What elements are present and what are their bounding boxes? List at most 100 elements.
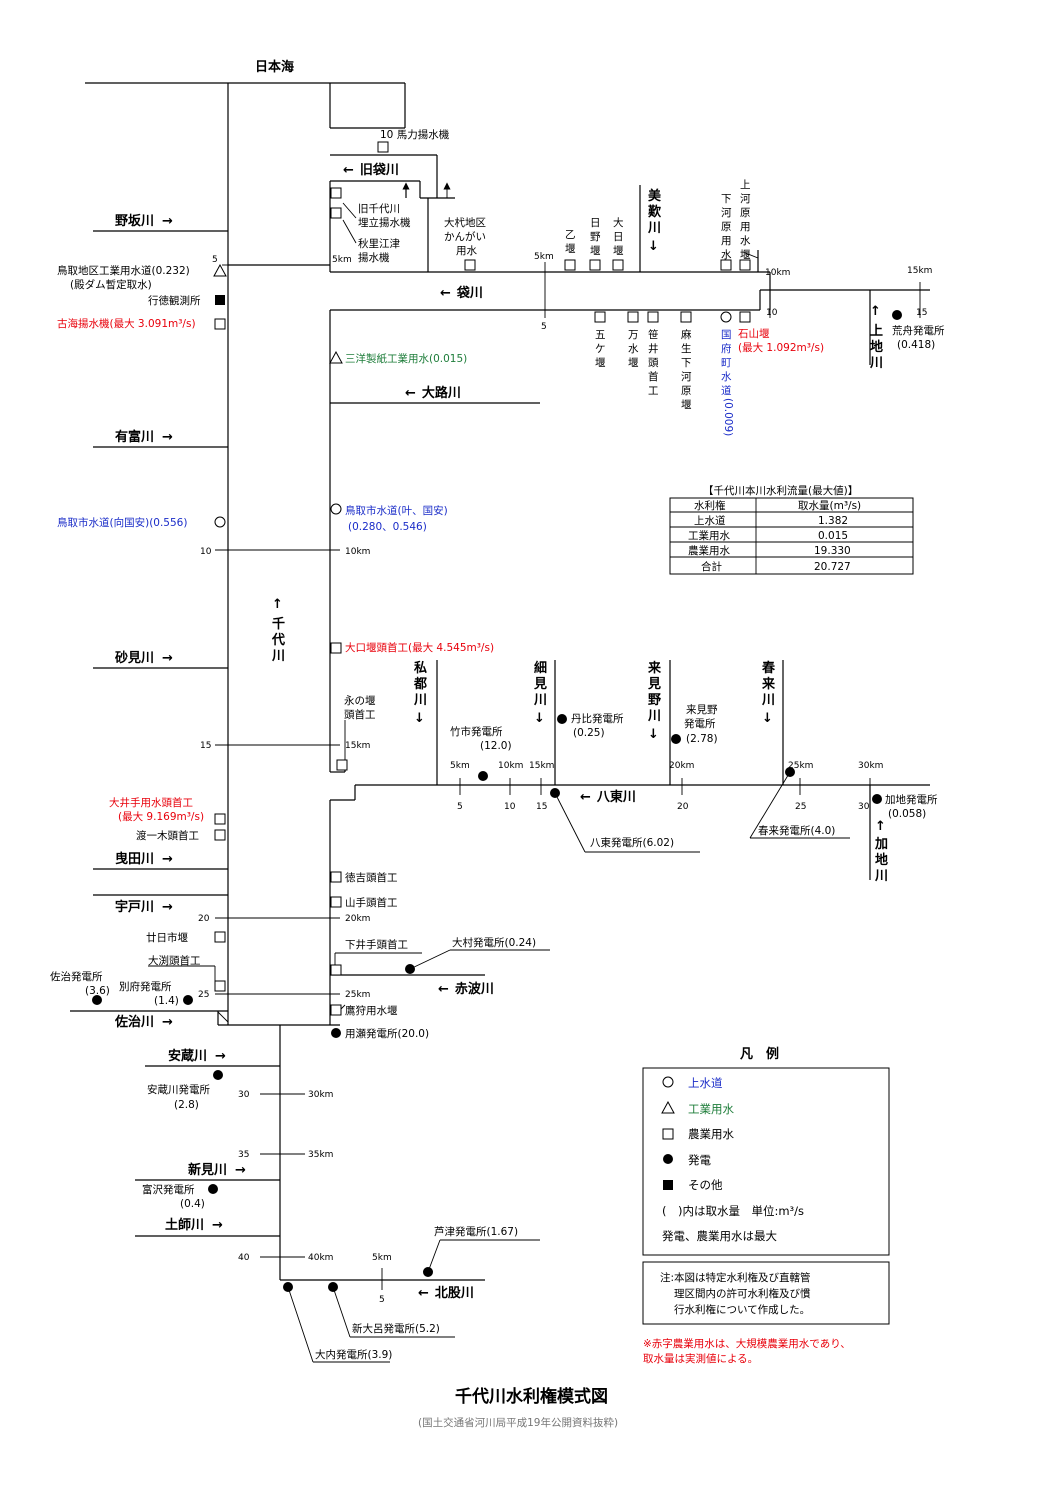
svg-text:10: 10 bbox=[200, 547, 212, 557]
svg-text:10km: 10km bbox=[765, 268, 790, 278]
power-icon bbox=[283, 1282, 293, 1292]
agri-icon bbox=[612, 259, 624, 271]
water-supply-icon bbox=[720, 311, 732, 323]
svg-text:荒舟発電所: 荒舟発電所 bbox=[892, 324, 945, 337]
svg-text:5: 5 bbox=[379, 1295, 385, 1305]
svg-text:地: 地 bbox=[875, 852, 888, 868]
svg-text:鳥取地区工業用水道(0.232): 鳥取地区工業用水道(0.232) bbox=[57, 264, 190, 277]
svg-text:川: 川 bbox=[647, 709, 661, 724]
svg-text:(0.058): (0.058) bbox=[888, 808, 926, 820]
svg-text:取水量(m³/s): 取水量(m³/s) bbox=[798, 500, 861, 512]
svg-text:5: 5 bbox=[212, 255, 218, 265]
agri-icon bbox=[680, 311, 692, 323]
agri-icon bbox=[720, 259, 732, 271]
svg-text:笹: 笹 bbox=[648, 328, 659, 341]
svg-text:35km: 35km bbox=[308, 1150, 333, 1160]
svg-text:井: 井 bbox=[648, 342, 659, 355]
svg-text:堰: 堰 bbox=[740, 249, 751, 261]
svg-text:川: 川 bbox=[271, 649, 285, 664]
svg-text:河: 河 bbox=[721, 207, 732, 219]
svg-text:別府発電所: 別府発電所 bbox=[119, 980, 172, 993]
svg-text:20.727: 20.727 bbox=[814, 561, 851, 573]
svg-text:堰: 堰 bbox=[628, 357, 639, 369]
svg-text:来: 来 bbox=[761, 676, 776, 692]
legend: 凡 例 上水道 工業用水 農業用水 発電 その他 ( )内は取水量 単位:m³/… bbox=[642, 1046, 890, 1256]
diagram-title: 千代川水利権模式図 bbox=[455, 1386, 608, 1407]
power-icon bbox=[183, 995, 193, 1005]
svg-text:5km: 5km bbox=[534, 252, 554, 262]
svg-text:歎: 歎 bbox=[648, 204, 662, 220]
power-icon bbox=[671, 734, 681, 744]
svg-text:細: 細 bbox=[534, 660, 547, 676]
source-caption: (国土交通省河川局平成19年公開資料抜粋) bbox=[418, 1416, 618, 1429]
svg-text:国: 国 bbox=[721, 329, 732, 341]
river-labels: 日本海 野坂川→ 有富川→ 砂見川→ 曳田川→ 宇戸川→ 佐治川→ 安蔵川→ 新… bbox=[114, 59, 888, 1301]
svg-text:↓: ↓ bbox=[648, 239, 659, 254]
river-arito: 有富川→ bbox=[115, 429, 173, 445]
svg-text:20km: 20km bbox=[345, 914, 370, 924]
svg-text:↓: ↓ bbox=[762, 711, 773, 726]
agri-icon bbox=[330, 187, 342, 199]
kokufu-value: (0.009) bbox=[722, 398, 734, 436]
svg-text:原: 原 bbox=[740, 207, 751, 219]
river-akanami: ←赤波川 bbox=[438, 981, 494, 997]
svg-text:用水: 用水 bbox=[456, 245, 477, 257]
red-note-2: 取水量は実測値による。 bbox=[643, 1352, 758, 1365]
industry-icon bbox=[213, 263, 227, 277]
river-hosomi: 細見川↓ bbox=[533, 660, 547, 726]
svg-text:5km: 5km bbox=[450, 761, 470, 771]
svg-text:(12.0): (12.0) bbox=[480, 740, 512, 752]
svg-text:注:本図は特定水利権及び直轄管: 注:本図は特定水利権及び直轄管 bbox=[660, 1271, 811, 1284]
svg-text:10km: 10km bbox=[345, 547, 370, 557]
svg-text:麻: 麻 bbox=[681, 328, 692, 341]
svg-text:(0.25): (0.25) bbox=[573, 727, 605, 739]
svg-text:三洋製紙工業用水(0.015): 三洋製紙工業用水(0.015) bbox=[345, 352, 467, 365]
svg-text:(殿ダム暫定取水): (殿ダム暫定取水) bbox=[70, 278, 152, 291]
svg-text:来: 来 bbox=[647, 660, 662, 676]
svg-text:徳吉頭首工: 徳吉頭首工 bbox=[345, 871, 398, 884]
svg-text:10km: 10km bbox=[498, 761, 523, 771]
svg-text:30km: 30km bbox=[308, 1090, 333, 1100]
flow-arrows bbox=[217, 182, 451, 1023]
power-icon bbox=[208, 1184, 218, 1194]
svg-text:発電: 発電 bbox=[688, 1153, 711, 1167]
agri-icon bbox=[739, 259, 751, 271]
svg-text:15km: 15km bbox=[345, 741, 370, 751]
svg-text:大井手用水頭首工: 大井手用水頭首工 bbox=[109, 796, 193, 809]
observatory-icon bbox=[215, 295, 225, 305]
svg-text:道: 道 bbox=[721, 384, 732, 397]
svg-text:0.015: 0.015 bbox=[818, 530, 848, 542]
svg-text:鳥取市水道(向国安)(0.556): 鳥取市水道(向国安)(0.556) bbox=[57, 516, 187, 529]
svg-text:農業用水: 農業用水 bbox=[688, 1127, 734, 1141]
svg-text:↑: ↑ bbox=[870, 304, 881, 319]
svg-text:【千代川本川水利流量(最大値)】: 【千代川本川水利流量(最大値)】 bbox=[703, 484, 858, 497]
main-river-lines bbox=[70, 82, 930, 1363]
svg-text:40km: 40km bbox=[308, 1253, 333, 1263]
svg-text:富沢発電所: 富沢発電所 bbox=[142, 1183, 195, 1196]
power-icon bbox=[550, 788, 560, 798]
river-mitsuko: 美歎川↓ bbox=[647, 188, 662, 254]
svg-text:用瀬発電所(20.0): 用瀬発電所(20.0) bbox=[345, 1027, 429, 1040]
agri-icon bbox=[330, 896, 342, 908]
svg-text:渡一木頭首工: 渡一木頭首工 bbox=[136, 829, 199, 842]
svg-text:春来発電所(4.0): 春来発電所(4.0) bbox=[758, 824, 835, 837]
svg-text:行徳観測所: 行徳観測所 bbox=[148, 294, 201, 307]
svg-text:30: 30 bbox=[858, 802, 870, 812]
svg-text:15km: 15km bbox=[907, 266, 932, 276]
svg-text:頭: 頭 bbox=[648, 357, 659, 369]
svg-text:堰: 堰 bbox=[595, 357, 606, 369]
svg-text:大村発電所(0.24): 大村発電所(0.24) bbox=[452, 936, 536, 949]
power-icon bbox=[331, 1028, 341, 1038]
svg-text:発電所: 発電所 bbox=[684, 717, 716, 730]
svg-text:堰: 堰 bbox=[681, 399, 692, 411]
river-kamiji: ↑上地川 bbox=[869, 304, 883, 371]
svg-text:(0.280、0.546): (0.280、0.546) bbox=[348, 521, 427, 533]
agri-icon bbox=[739, 311, 751, 323]
power-icon bbox=[423, 1267, 433, 1277]
river-fukuro: ←袋川 bbox=[440, 285, 483, 301]
power-icon bbox=[478, 771, 488, 781]
svg-text:河: 河 bbox=[740, 193, 751, 205]
svg-text:5: 5 bbox=[541, 322, 547, 332]
agri-icon bbox=[214, 931, 226, 943]
